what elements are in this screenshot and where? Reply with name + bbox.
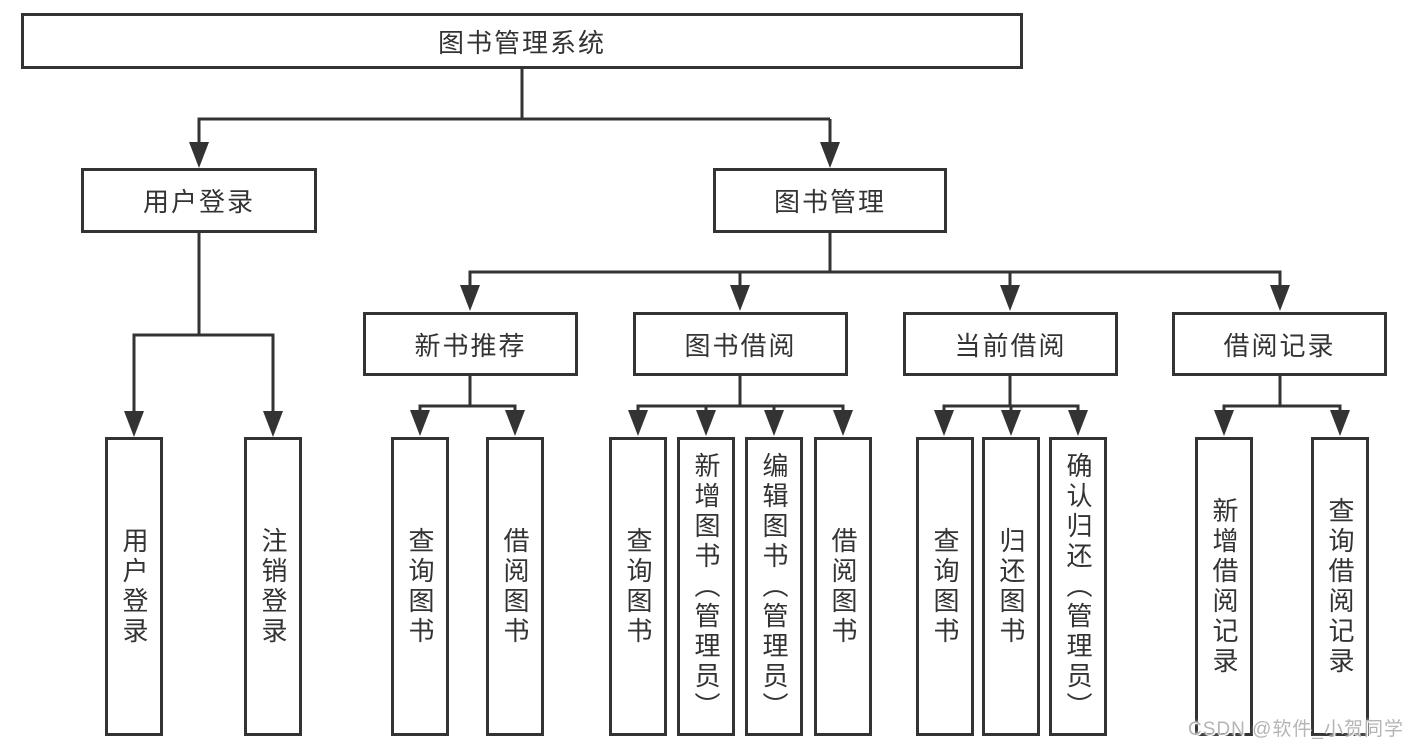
node-label: 图书管理 bbox=[773, 187, 886, 217]
node-label: 归还图书 bbox=[996, 526, 1026, 647]
leaf-edit-book-admin: 编辑图书（管理员） bbox=[745, 437, 803, 736]
leaf-confirm-return-admin: 确认归还（管理员） bbox=[1049, 437, 1107, 736]
node-label: 借阅图书 bbox=[500, 526, 530, 647]
leaf-add-book-admin: 新增图书（管理员） bbox=[677, 437, 735, 736]
leaf-logout: 注销登录 bbox=[244, 437, 302, 736]
node-label: 借阅记录 bbox=[1223, 330, 1336, 361]
leaf-user-login: 用户登录 bbox=[105, 437, 163, 736]
node-label: 借阅图书 bbox=[828, 526, 858, 647]
leaf-query-books-recommend: 查询图书 bbox=[391, 437, 449, 736]
node-label: 图书借阅 bbox=[684, 330, 797, 361]
node-label: 查询图书 bbox=[930, 526, 960, 647]
node-label: 图书管理系统 bbox=[437, 27, 606, 58]
node-borrowing-records: 借阅记录 bbox=[1172, 312, 1387, 376]
node-label: 注销登录 bbox=[258, 526, 288, 647]
node-label: 编辑图书（管理员） bbox=[759, 451, 789, 722]
node-label: 确认归还（管理员） bbox=[1063, 451, 1093, 722]
node-label: 新增借阅记录 bbox=[1209, 496, 1239, 677]
node-book-management: 图书管理 bbox=[713, 168, 947, 233]
node-label: 新增图书（管理员） bbox=[691, 451, 721, 722]
node-new-book-recommend: 新书推荐 bbox=[363, 312, 578, 376]
leaf-add-borrow-record: 新增借阅记录 bbox=[1195, 437, 1253, 736]
leaf-query-books-borrowing: 查询图书 bbox=[609, 437, 667, 736]
leaf-query-books-current: 查询图书 bbox=[916, 437, 974, 736]
node-current-borrowing: 当前借阅 bbox=[903, 312, 1118, 376]
node-label: 查询图书 bbox=[405, 526, 435, 647]
node-label: 新书推荐 bbox=[414, 330, 527, 361]
leaf-return-books: 归还图书 bbox=[982, 437, 1040, 736]
node-label: 当前借阅 bbox=[954, 330, 1067, 361]
node-label: 查询借阅记录 bbox=[1325, 496, 1355, 677]
leaf-borrow-books-recommend: 借阅图书 bbox=[486, 437, 544, 736]
csdn-watermark: CSDN @软件_小贺同学 bbox=[1188, 719, 1404, 740]
node-root-library-system: 图书管理系统 bbox=[21, 13, 1023, 69]
node-label: 用户登录 bbox=[119, 526, 149, 647]
node-label: 查询图书 bbox=[623, 526, 653, 647]
node-label: 用户登录 bbox=[142, 187, 255, 217]
node-user-login: 用户登录 bbox=[81, 168, 317, 233]
leaf-borrow-books-borrowing: 借阅图书 bbox=[814, 437, 872, 736]
node-book-borrowing: 图书借阅 bbox=[633, 312, 848, 376]
arrowheads bbox=[124, 142, 1350, 437]
leaf-query-borrow-record: 查询借阅记录 bbox=[1311, 437, 1369, 736]
